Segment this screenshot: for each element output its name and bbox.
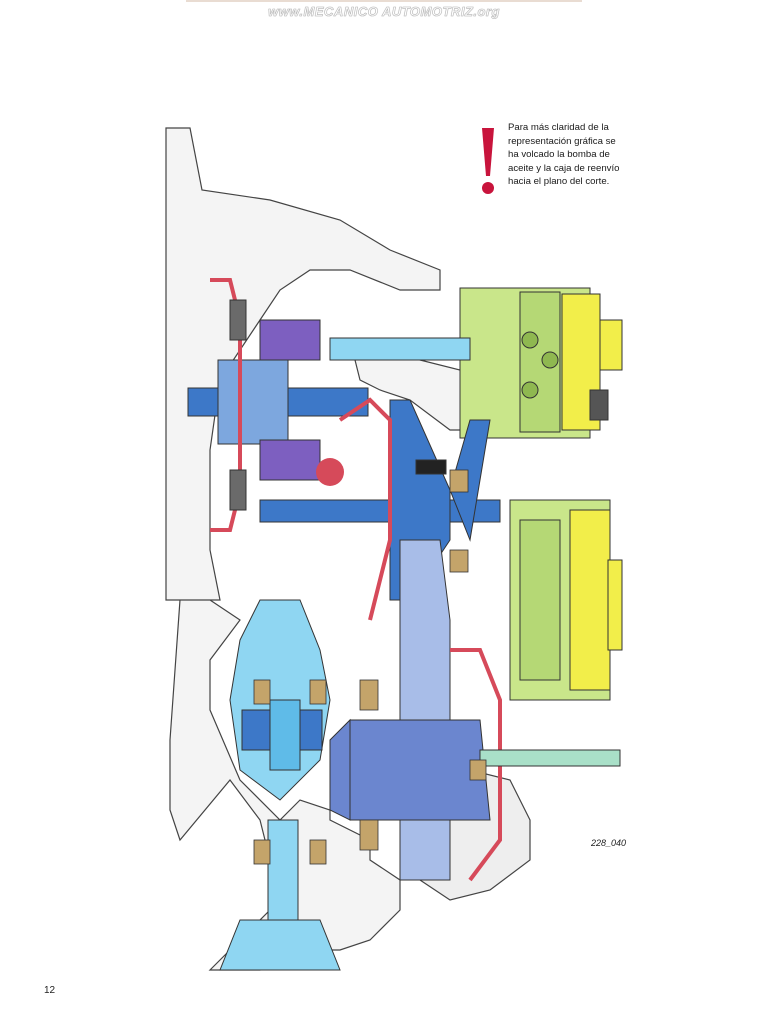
- output-shaft: [479, 749, 621, 767]
- oil-pump: [459, 287, 623, 439]
- figure-id: 228_040: [591, 838, 627, 848]
- bearings: [253, 469, 487, 865]
- header-rule: [186, 0, 582, 2]
- transfer-case: [509, 499, 623, 701]
- pressure-cylinder: [316, 397, 502, 882]
- gearbox-housing: [165, 127, 531, 971]
- clarity-note: Para más claridad de la representación g…: [508, 122, 620, 188]
- watermark: www.MECANICO AUTOMOTRIZ.org: [268, 4, 500, 20]
- page-number: 12: [44, 985, 56, 996]
- pump-drive-shaft: [329, 337, 471, 361]
- transmission-cutaway-diagram: [165, 127, 623, 971]
- differential: [219, 599, 341, 971]
- exclamation-icon: [482, 128, 494, 194]
- variator-secondary-pulley: [329, 539, 491, 881]
